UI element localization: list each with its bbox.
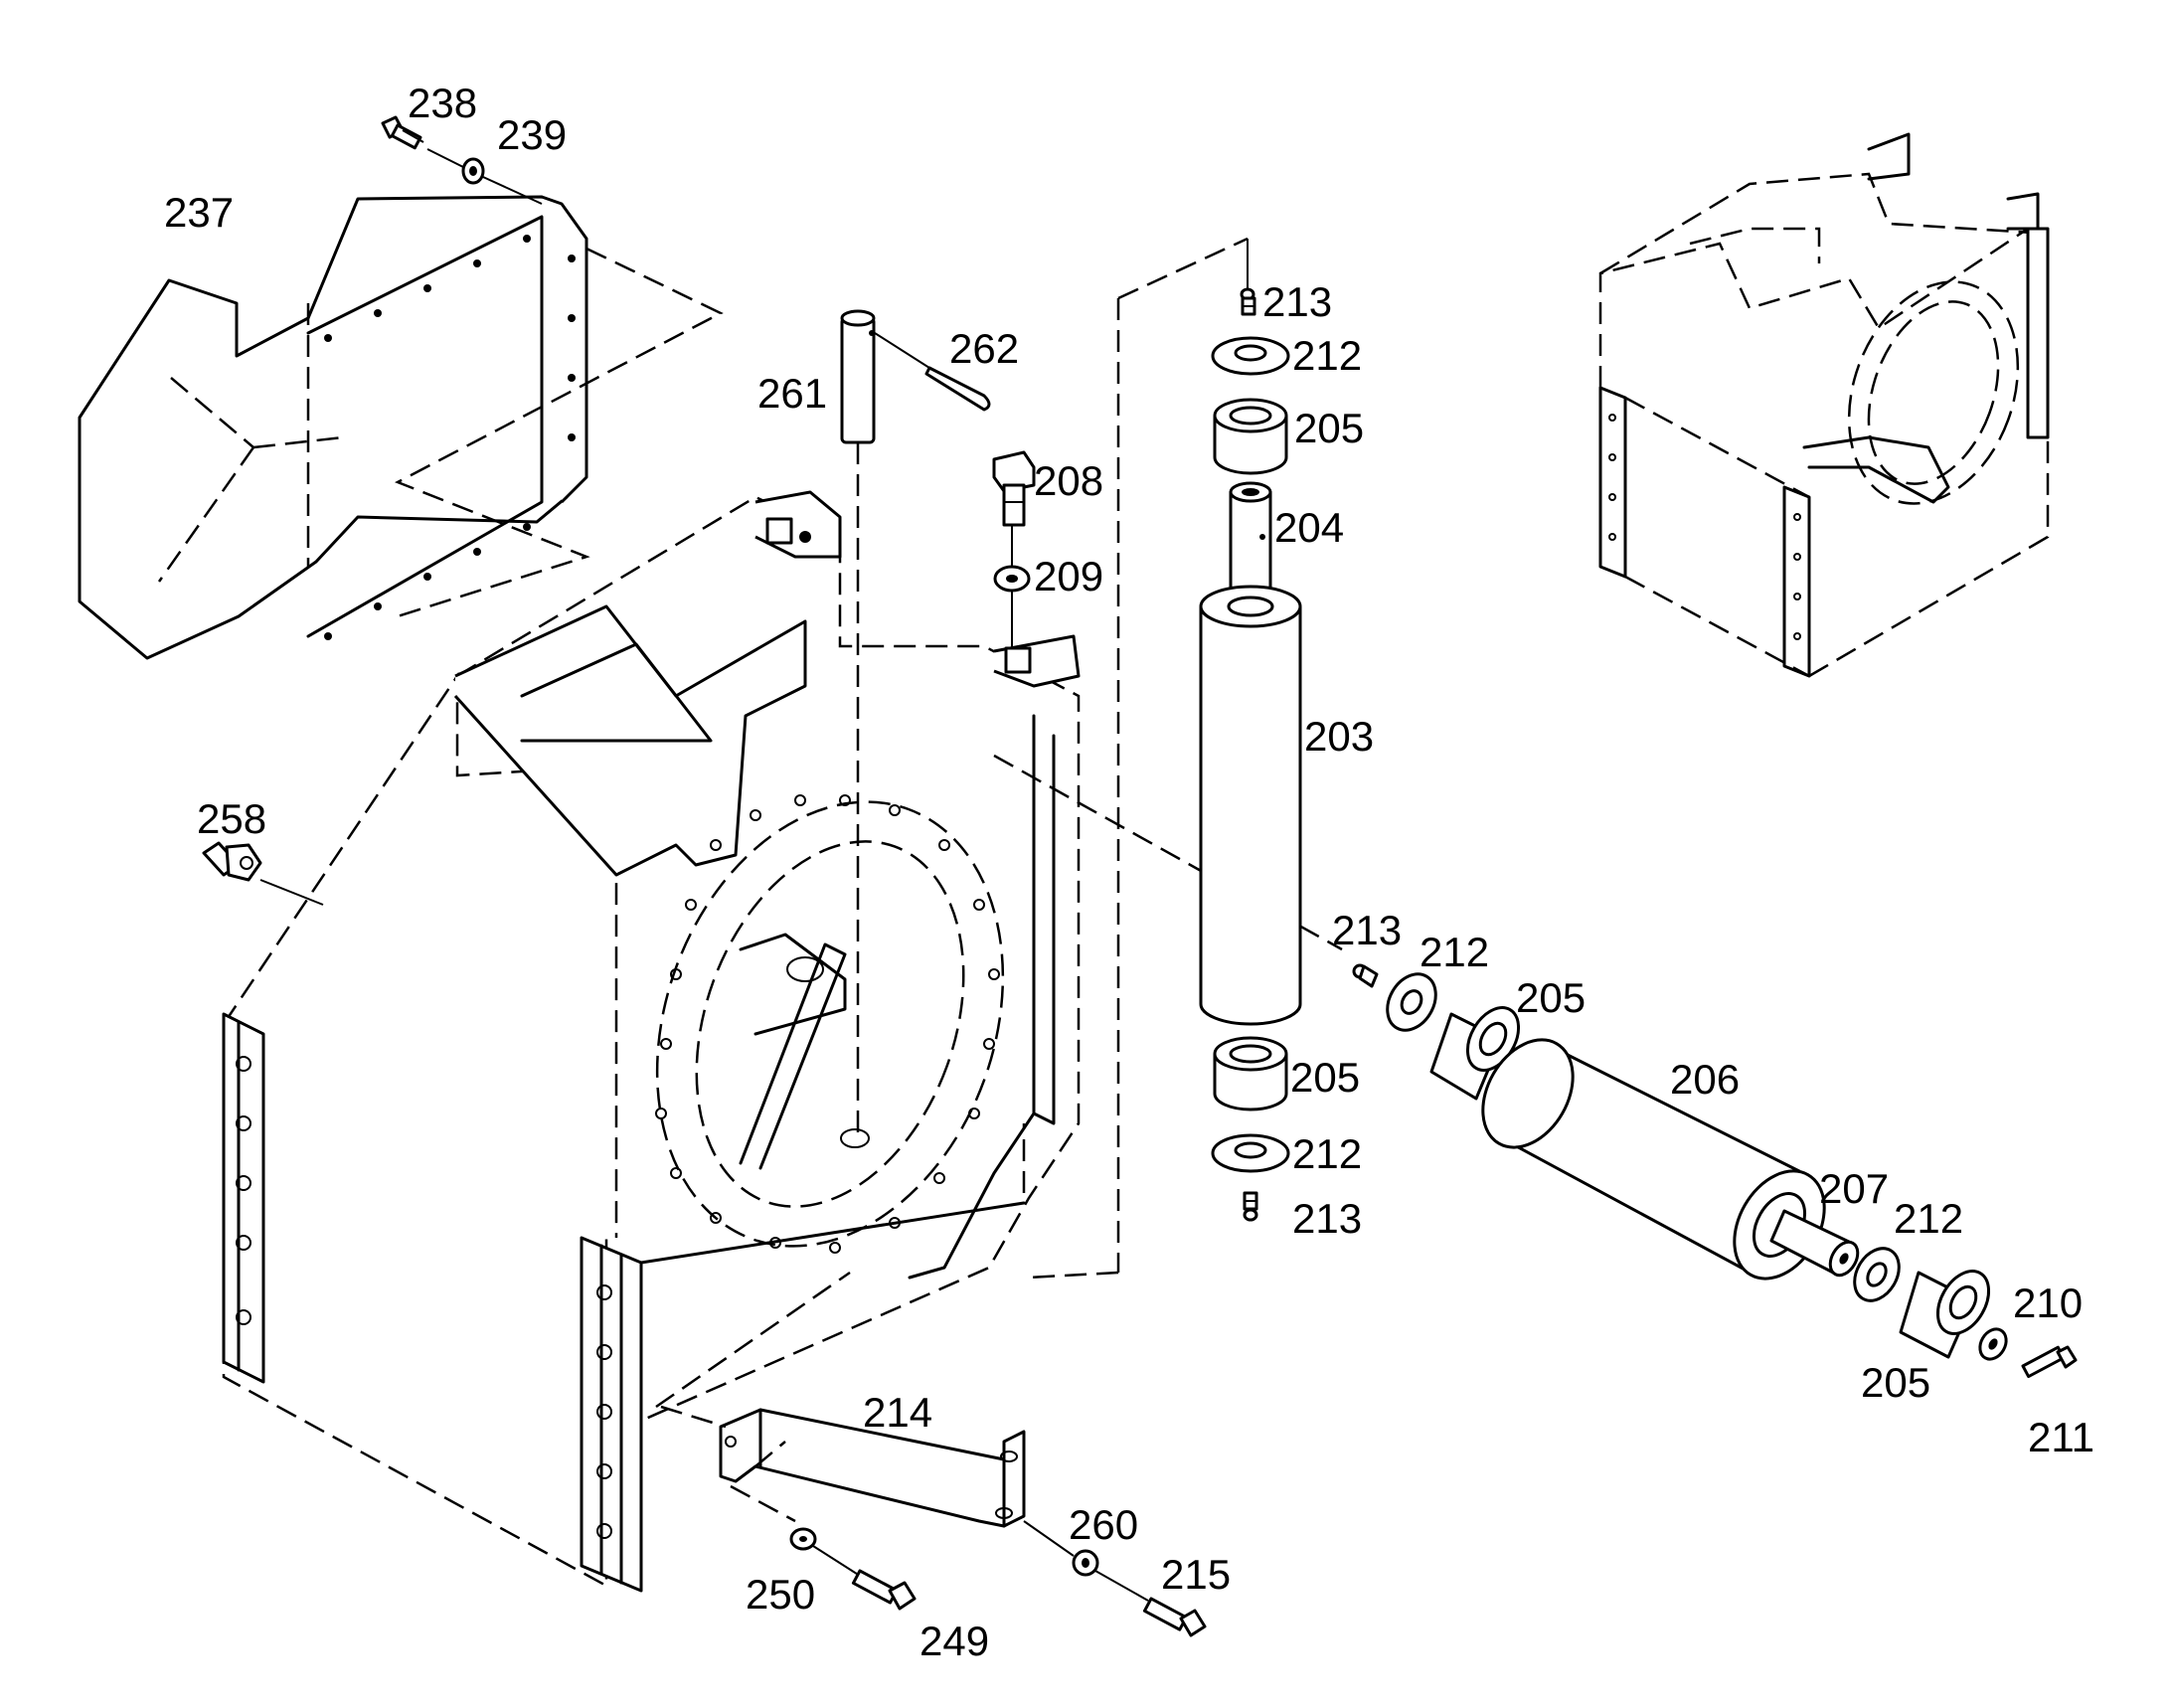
- label-211: 211: [2028, 1414, 2094, 1460]
- label-206: 206: [1670, 1056, 1740, 1103]
- washer-212-top: [1211, 336, 1290, 376]
- bolt-215: [1142, 1597, 1207, 1637]
- cotter-pin-262: [924, 366, 991, 412]
- label-203: 203: [1304, 713, 1374, 760]
- bolt-238: [381, 115, 424, 150]
- label-258: 258: [197, 795, 266, 842]
- pin-261: [840, 309, 876, 444]
- label-212-lower: 212: [1292, 1130, 1362, 1177]
- label-249: 249: [919, 1618, 989, 1664]
- bushing-205-far: [1899, 1270, 1991, 1359]
- label-210: 210: [2013, 1280, 2083, 1326]
- washer-260: [1072, 1549, 1099, 1577]
- grease-nipple-213-top: [1240, 287, 1256, 316]
- reference-thumbnail: [1598, 132, 2050, 678]
- bolt-208: [992, 450, 1036, 527]
- label-204: 204: [1274, 504, 1344, 551]
- shaft-204: [1229, 481, 1272, 594]
- label-212-top: 212: [1292, 332, 1362, 379]
- flange-bolt-holes: [655, 794, 1000, 1254]
- label-261: 261: [757, 370, 827, 417]
- bolt-211: [2021, 1345, 2078, 1379]
- label-213-top: 213: [1262, 278, 1332, 325]
- label-207: 207: [1819, 1165, 1889, 1212]
- label-260: 260: [1069, 1501, 1138, 1548]
- main-housing: [222, 490, 1081, 1593]
- label-250: 250: [746, 1571, 815, 1618]
- label-205-top: 205: [1294, 405, 1364, 451]
- bracket-214: [719, 1408, 1026, 1528]
- label-214: 214: [863, 1389, 932, 1436]
- bolt-249: [851, 1569, 917, 1611]
- washer-210: [1978, 1327, 2008, 1361]
- label-212-right: 212: [1420, 929, 1489, 975]
- part-labels: 238 239 237 262 261 208 209 213 212 205 …: [164, 80, 2094, 1664]
- cover-plate-237: [78, 195, 724, 660]
- bushing-205-top: [1213, 398, 1288, 475]
- shaft-207: [1769, 1209, 1860, 1278]
- washer-212-right: [1386, 972, 1437, 1032]
- tube-203: [1199, 585, 1302, 1026]
- washer-212-far: [1853, 1247, 1901, 1302]
- label-205-right: 205: [1516, 974, 1586, 1021]
- label-209: 209: [1034, 553, 1103, 599]
- grease-nipple-213-right: [1352, 963, 1379, 988]
- cover-bolt-holes: [324, 235, 576, 640]
- label-213-bottom: 213: [1292, 1195, 1362, 1242]
- label-213-right: 213: [1332, 907, 1402, 953]
- label-237: 237: [164, 189, 234, 236]
- elbow-fitting-258: [202, 841, 262, 882]
- grease-nipple-213-bottom: [1243, 1191, 1258, 1222]
- label-208: 208: [1034, 457, 1103, 504]
- label-238: 238: [408, 80, 477, 126]
- label-239: 239: [497, 111, 567, 158]
- label-215: 215: [1161, 1551, 1231, 1598]
- label-212-far: 212: [1894, 1195, 1963, 1242]
- washer-239: [461, 157, 485, 185]
- bushing-205-lower: [1213, 1036, 1288, 1111]
- bushing-205-right: [1429, 1006, 1521, 1101]
- label-205-far: 205: [1861, 1359, 1930, 1406]
- roller-tube-206: [1481, 1038, 1826, 1281]
- washer-250: [789, 1527, 817, 1551]
- washer-209: [993, 565, 1031, 593]
- label-262: 262: [949, 325, 1019, 372]
- washer-212-lower: [1211, 1133, 1290, 1173]
- label-205-lower: 205: [1290, 1054, 1360, 1101]
